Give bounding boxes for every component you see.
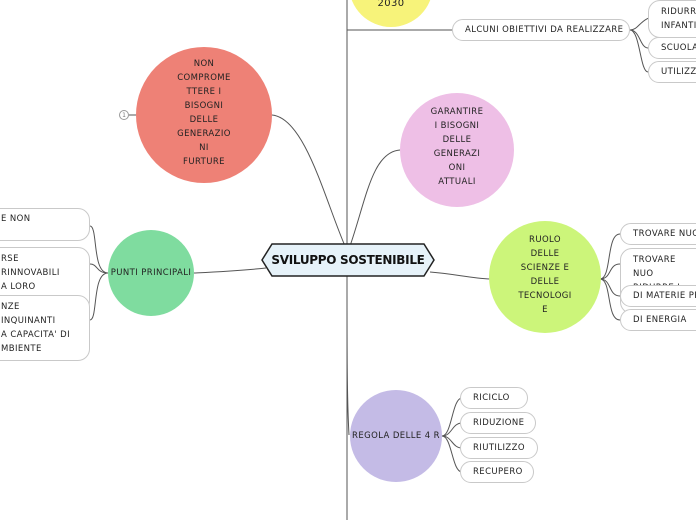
- text-line: INFANTI: [661, 21, 696, 31]
- punto-item-3[interactable]: NZE INQUINANTI A CAPACITA' DI MBIENTE: [0, 295, 90, 361]
- topic-regola-4r[interactable]: [350, 390, 442, 482]
- text-line: FURTURE: [183, 157, 225, 167]
- text-line: ATTUALI: [438, 177, 476, 187]
- collapse-marker[interactable]: 1: [119, 110, 129, 120]
- text-line: TROVARE NUO: [633, 255, 676, 279]
- non-compromettere-label: NON COMPROME TTERE I BISOGNI DELLE GENERAZIO N…: [160, 57, 248, 169]
- central-topic-label: SVILUPPO SOSTENIBILE: [271, 253, 425, 267]
- ruolo-item-3[interactable]: DI MATERIE PR: [620, 285, 696, 307]
- ruolo-label: RUOLO DELLE SCIENZE E DELLE TECNOLOGI E: [505, 233, 585, 317]
- text-line: DELLE: [530, 277, 560, 287]
- central-topic-shape[interactable]: [261, 243, 435, 277]
- connector-regola: [346, 275, 350, 436]
- text-line: RSE RINNOVABILI: [1, 254, 60, 278]
- text-line: TROVARE NUOV: [633, 229, 696, 239]
- text-line: GENERAZIO: [177, 129, 231, 139]
- text-line: COMPROME: [177, 73, 231, 83]
- obiettivo-item-1[interactable]: RIDURR INFANTI: [648, 0, 696, 38]
- text-line: DI MATERIE PR: [633, 291, 696, 301]
- connector-ruolo: [429, 271, 491, 280]
- text-line: ONI: [448, 163, 466, 173]
- connector-obiettivo-3: [629, 29, 649, 73]
- text-line: RUOLO: [529, 235, 561, 245]
- text-line: NZE INQUINANTI: [1, 302, 56, 326]
- text-line: DI ENERGIA: [633, 315, 687, 325]
- text-line: BISOGNI: [184, 101, 224, 111]
- connector-punto-2: [89, 263, 109, 274]
- text-line: NI: [199, 143, 209, 153]
- text-line: A CAPACITA' DI: [1, 330, 70, 340]
- garantire-label: GARANTIRE I BISOGNI DELLE GENERAZI ONI ATTUAL…: [417, 105, 497, 189]
- topic-ruolo-scienze[interactable]: [489, 221, 601, 333]
- text-line: E NON: [1, 214, 31, 224]
- text-line: E: [542, 305, 548, 315]
- regola-label: REGOLA DELLE 4 R: [352, 431, 440, 441]
- connector-ruolo-3: [599, 278, 621, 297]
- text-line: GARANTIRE: [430, 107, 484, 117]
- connector-punti: [193, 267, 267, 274]
- connector-ruolo-1: [599, 233, 621, 280]
- topic-punti-principali[interactable]: [108, 230, 194, 316]
- text-line: SCUOLA: [661, 43, 696, 53]
- connector-ruolo-4: [599, 278, 621, 321]
- connector-non-compromettere: [271, 114, 346, 247]
- text-line: GENERAZI: [433, 149, 481, 159]
- text-line: I BISOGNI: [434, 121, 480, 131]
- connector-punto-1: [89, 225, 109, 274]
- text-line: TTERE I: [186, 87, 222, 97]
- connector-regola-4: [441, 435, 463, 473]
- regola-item-riciclo[interactable]: RICICLO: [460, 387, 528, 409]
- regola-item-riduzione[interactable]: RIDUZIONE: [460, 412, 536, 434]
- obiettivi-node[interactable]: ALCUNI OBIETTIVI DA REALIZZARE: [452, 19, 630, 41]
- topic-non-compromettere[interactable]: [136, 47, 272, 183]
- text-line: RIDURR: [661, 7, 696, 17]
- ruolo-item-4[interactable]: DI ENERGIA: [620, 309, 696, 331]
- regola-item-riutilizzo[interactable]: RIUTILIZZO: [460, 437, 538, 459]
- text-line: SCIENZE E: [520, 263, 570, 273]
- connector-ruolo-2: [599, 263, 621, 280]
- text-line: DELLE: [189, 115, 219, 125]
- text-line: TECNOLOGI: [518, 291, 572, 301]
- punti-principali-label: PUNTI PRINCIPALI: [110, 268, 192, 278]
- connector-regola-1: [441, 397, 463, 437]
- regola-item-recupero[interactable]: RECUPERO: [460, 461, 534, 483]
- text-line: MBIENTE: [1, 344, 42, 354]
- text-line: NON: [193, 59, 215, 69]
- text-line: DELLE: [530, 249, 560, 259]
- ruolo-item-1[interactable]: TROVARE NUOV: [620, 223, 696, 245]
- topic-garantire[interactable]: [400, 93, 514, 207]
- obiettivo-item-2[interactable]: SCUOLA: [648, 37, 696, 59]
- connector-punto-3: [89, 272, 109, 321]
- connector-regola-2: [441, 422, 463, 437]
- text-line: DELLE: [442, 135, 472, 145]
- punto-item-1[interactable]: E NON: [0, 208, 90, 241]
- connector-obiettivo-2: [629, 29, 649, 49]
- topic-agenda-2030[interactable]: [349, 0, 433, 27]
- agenda-label: 2030: [377, 0, 405, 9]
- obiettivo-item-3[interactable]: UTILIZZO: [648, 61, 696, 83]
- connector-garantire: [349, 149, 401, 247]
- text-line: UTILIZZO: [661, 67, 696, 77]
